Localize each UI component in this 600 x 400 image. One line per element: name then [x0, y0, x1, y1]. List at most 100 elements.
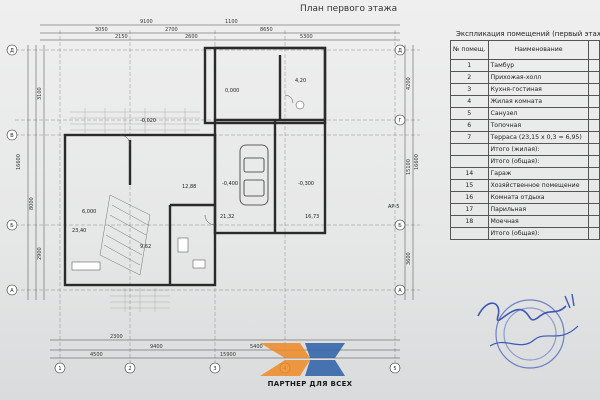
row-area: [588, 95, 600, 108]
section-mark: АР-5: [388, 204, 399, 210]
row-num: [450, 155, 489, 168]
axis-label: 5: [393, 366, 396, 372]
row-name: Итого (жилая):: [487, 143, 590, 156]
table-row: Итого (жилая):: [450, 143, 600, 156]
row-num: 4: [450, 95, 489, 108]
dim-text: 9400: [150, 344, 163, 350]
dim-text: 9100: [140, 19, 153, 25]
axis-label: А: [10, 288, 14, 294]
row-num: [450, 143, 489, 156]
row-num: 18: [450, 215, 489, 228]
room-area: 9,62: [140, 244, 151, 250]
row-num: 1: [450, 59, 489, 72]
dim-text: 1100: [225, 19, 238, 25]
dim-text: 4500: [90, 352, 103, 358]
row-num: [450, 227, 489, 240]
dim-text: 8000: [29, 197, 35, 210]
row-name: Моечная: [487, 215, 590, 228]
dimension-lines: [27, 24, 414, 359]
row-area: [588, 155, 600, 168]
row-area: [588, 59, 600, 72]
row-num: 5: [450, 107, 489, 120]
row-area: [588, 107, 600, 120]
axis-label: Д: [10, 48, 14, 54]
dim-text: 16600: [16, 154, 22, 170]
dim-text: 2900: [37, 247, 43, 260]
dim-text: 2700: [165, 27, 178, 33]
door-swings: [119, 94, 294, 226]
axis-label: 3: [213, 366, 216, 372]
dim-text: 3050: [95, 27, 108, 33]
explication-title: Экспликация помещений (первый этаж: [456, 30, 600, 38]
axis-label: Б: [10, 223, 14, 229]
row-name: Комната отдыха: [487, 191, 590, 204]
level-mark: -0,020: [140, 118, 156, 124]
row-num: 6: [450, 119, 489, 132]
room-area: 23,40: [72, 228, 86, 234]
row-area: [588, 191, 600, 204]
fixtures: [71, 100, 305, 271]
col-area-header: [588, 40, 600, 60]
room-area: 21,32: [220, 214, 234, 220]
row-name: Топочная: [487, 119, 590, 132]
row-num: 3: [450, 83, 489, 96]
row-area: [588, 227, 600, 240]
row-name: Парильная: [487, 203, 590, 216]
level-mark: 6,000: [82, 209, 96, 215]
col-name-header: Наименование: [487, 40, 590, 60]
level-mark: 0,000: [225, 88, 239, 94]
dim-text: 3100: [37, 87, 43, 100]
sheet-title: План первого этажа: [300, 4, 398, 14]
row-name: Терраса (23,15 х 0,3 = 6,95): [487, 131, 590, 144]
row-area: [588, 131, 600, 144]
row-name: Кухня-гостиная: [487, 83, 590, 96]
row-area: [588, 167, 600, 180]
axis-label: Г: [398, 118, 401, 124]
terrace-hatch: [70, 108, 200, 312]
dim-text: 2300: [110, 334, 123, 340]
axis-label: 1: [58, 366, 61, 372]
col-num-header: № помещ.: [450, 40, 489, 60]
row-area: [588, 119, 600, 132]
dim-text: 8650: [260, 27, 273, 33]
axis-label: 2: [128, 366, 131, 372]
room-area: 16,73: [305, 214, 319, 220]
row-num: 16: [450, 191, 489, 204]
table-header-row: № помещ. Наименование: [450, 40, 600, 60]
dim-text: 5400: [250, 344, 263, 350]
row-area: [588, 143, 600, 156]
row-area: [588, 203, 600, 216]
axis-label: Б: [398, 223, 402, 229]
level-mark: -0,400: [222, 181, 238, 187]
axis-label: Д: [398, 48, 402, 54]
axis-bubbles: [6, 44, 406, 374]
axis-grid: [15, 30, 420, 365]
row-name: Жилая комната: [487, 95, 590, 108]
dim-text: 15100: [406, 159, 412, 175]
axis-label: А: [398, 288, 402, 294]
row-num: 17: [450, 203, 489, 216]
axis-label: В: [10, 133, 14, 139]
stair-hatch: [99, 194, 151, 276]
room-area: 12,88: [182, 184, 196, 190]
row-name: Санузел: [487, 107, 590, 120]
dim-text: 2150: [115, 34, 128, 40]
dim-text: 3600: [406, 252, 412, 265]
dim-text: 15900: [220, 352, 236, 358]
row-name: Хозяйственное помещение: [487, 179, 590, 192]
dim-text: 2600: [185, 34, 198, 40]
row-area: [588, 215, 600, 228]
row-name: Тамбур: [487, 59, 590, 72]
